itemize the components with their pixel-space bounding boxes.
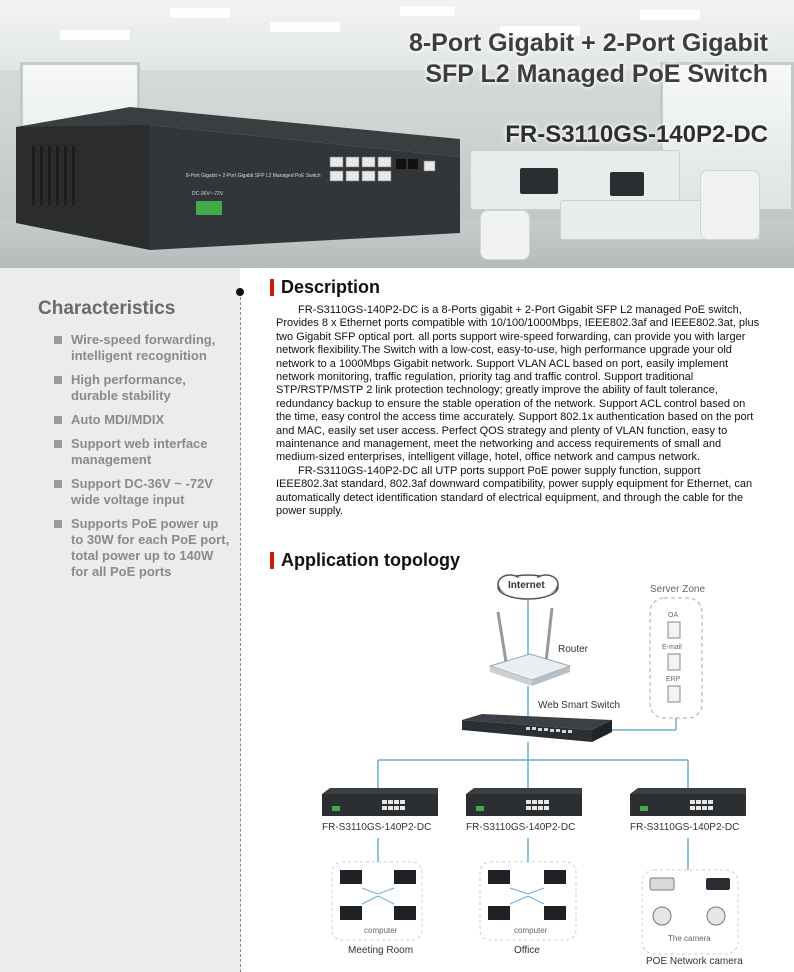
- camera-icon: [649, 877, 730, 926]
- list-item: Auto MDI/MDIX: [54, 412, 234, 428]
- divider-dot-icon: [236, 288, 244, 296]
- camera-label: The camera: [668, 934, 711, 943]
- list-item: Support web interface management: [54, 436, 234, 468]
- description-paragraph: FR-S3110GS-140P2-DC all UTP ports suppor…: [276, 464, 753, 518]
- switch-model-label: FR-S3110GS-140P2-DC: [630, 822, 740, 833]
- office-chair: [480, 210, 530, 260]
- poe-switch-icon: [322, 788, 438, 816]
- list-item: Support DC-36V ~ -72V wide voltage input: [54, 476, 234, 508]
- computer-label: computer: [364, 926, 398, 935]
- topology-lines: [322, 574, 746, 955]
- server-erp-label: ERP: [666, 676, 681, 683]
- zone-label-office: Office: [514, 945, 540, 956]
- computer-icon: [340, 870, 416, 920]
- characteristics-list: Wire-speed forwarding, intelligent recog…: [54, 332, 234, 588]
- square-bullet-icon: [54, 480, 62, 488]
- server-email-label: E-mail: [662, 644, 682, 651]
- switch-power-label: DC-36V~-72V: [192, 191, 224, 197]
- list-item: Supports PoE power up to 30W for each Po…: [54, 516, 234, 580]
- office-ceiling: [0, 0, 794, 70]
- office-monitor: [520, 168, 558, 194]
- computer-label: computer: [514, 926, 548, 935]
- switch-model-label: FR-S3110GS-140P2-DC: [466, 822, 576, 833]
- list-item: Wire-speed forwarding, intelligent recog…: [54, 332, 234, 364]
- server-icon: [667, 621, 681, 639]
- description-text: FR-S3110GS-140P2-DC is a 8-Ports gigabit…: [276, 304, 760, 519]
- characteristics-title: Characteristics: [38, 298, 176, 319]
- hero-banner: 8-Port Gigabit + 2-Port Gigabit SFP L2 M…: [0, 0, 794, 268]
- server-icon: [667, 653, 681, 671]
- column-divider: [240, 292, 241, 972]
- red-bar-icon: [270, 279, 274, 296]
- server-oa-label: OA: [668, 612, 679, 619]
- red-bar-icon: [270, 552, 274, 569]
- server-icon: [667, 685, 681, 703]
- poe-switch-icon: [466, 788, 582, 816]
- square-bullet-icon: [54, 416, 62, 424]
- description-heading: Description: [270, 277, 380, 298]
- internet-cloud-icon: [497, 574, 559, 600]
- switch-product-image: 8-Port Gigabit + 2-Port Gigabit SFP L2 M…: [16, 107, 460, 250]
- router-label: Router: [558, 644, 589, 655]
- hero-model-number: FR-S3110GS-140P2-DC: [505, 121, 768, 148]
- hero-title-line1: 8-Port Gigabit + 2-Port Gigabit: [408, 29, 768, 57]
- web-smart-switch-icon: [462, 714, 612, 742]
- characteristics-panel: Characteristics Wire-speed forwarding, i…: [0, 268, 240, 972]
- poe-switch-icon: [630, 788, 746, 816]
- internet-label: Internet: [508, 580, 545, 591]
- square-bullet-icon: [54, 520, 62, 528]
- computer-icon: [488, 870, 566, 920]
- hero-title-line2: SFP L2 Managed PoE Switch: [425, 60, 768, 88]
- hero-title: 8-Port Gigabit + 2-Port Gigabit SFP L2 M…: [409, 28, 768, 90]
- topology-heading: Application topology: [270, 550, 460, 571]
- web-smart-switch-label: Web Smart Switch: [538, 700, 621, 711]
- square-bullet-icon: [54, 440, 62, 448]
- zone-label-poe-camera: POE Network camera: [646, 956, 743, 967]
- square-bullet-icon: [54, 376, 62, 384]
- office-monitor: [610, 172, 644, 196]
- switch-device-label: 8-Port Gigabit + 2-Port Gigabit SFP L2 M…: [186, 173, 321, 179]
- zone-label-meeting-room: Meeting Room: [348, 945, 414, 956]
- server-zone-label: Server Zone: [650, 584, 706, 595]
- description-paragraph: FR-S3110GS-140P2-DC is a 8-Ports gigabit…: [276, 304, 760, 464]
- office-chair: [700, 170, 760, 240]
- switch-model-label: FR-S3110GS-140P2-DC: [322, 822, 432, 833]
- topology-diagram: Internet Router Server Zone OA E-mail ER…: [270, 570, 790, 970]
- router-icon: [488, 607, 572, 686]
- list-item: High performance, durable stability: [54, 372, 234, 404]
- square-bullet-icon: [54, 336, 62, 344]
